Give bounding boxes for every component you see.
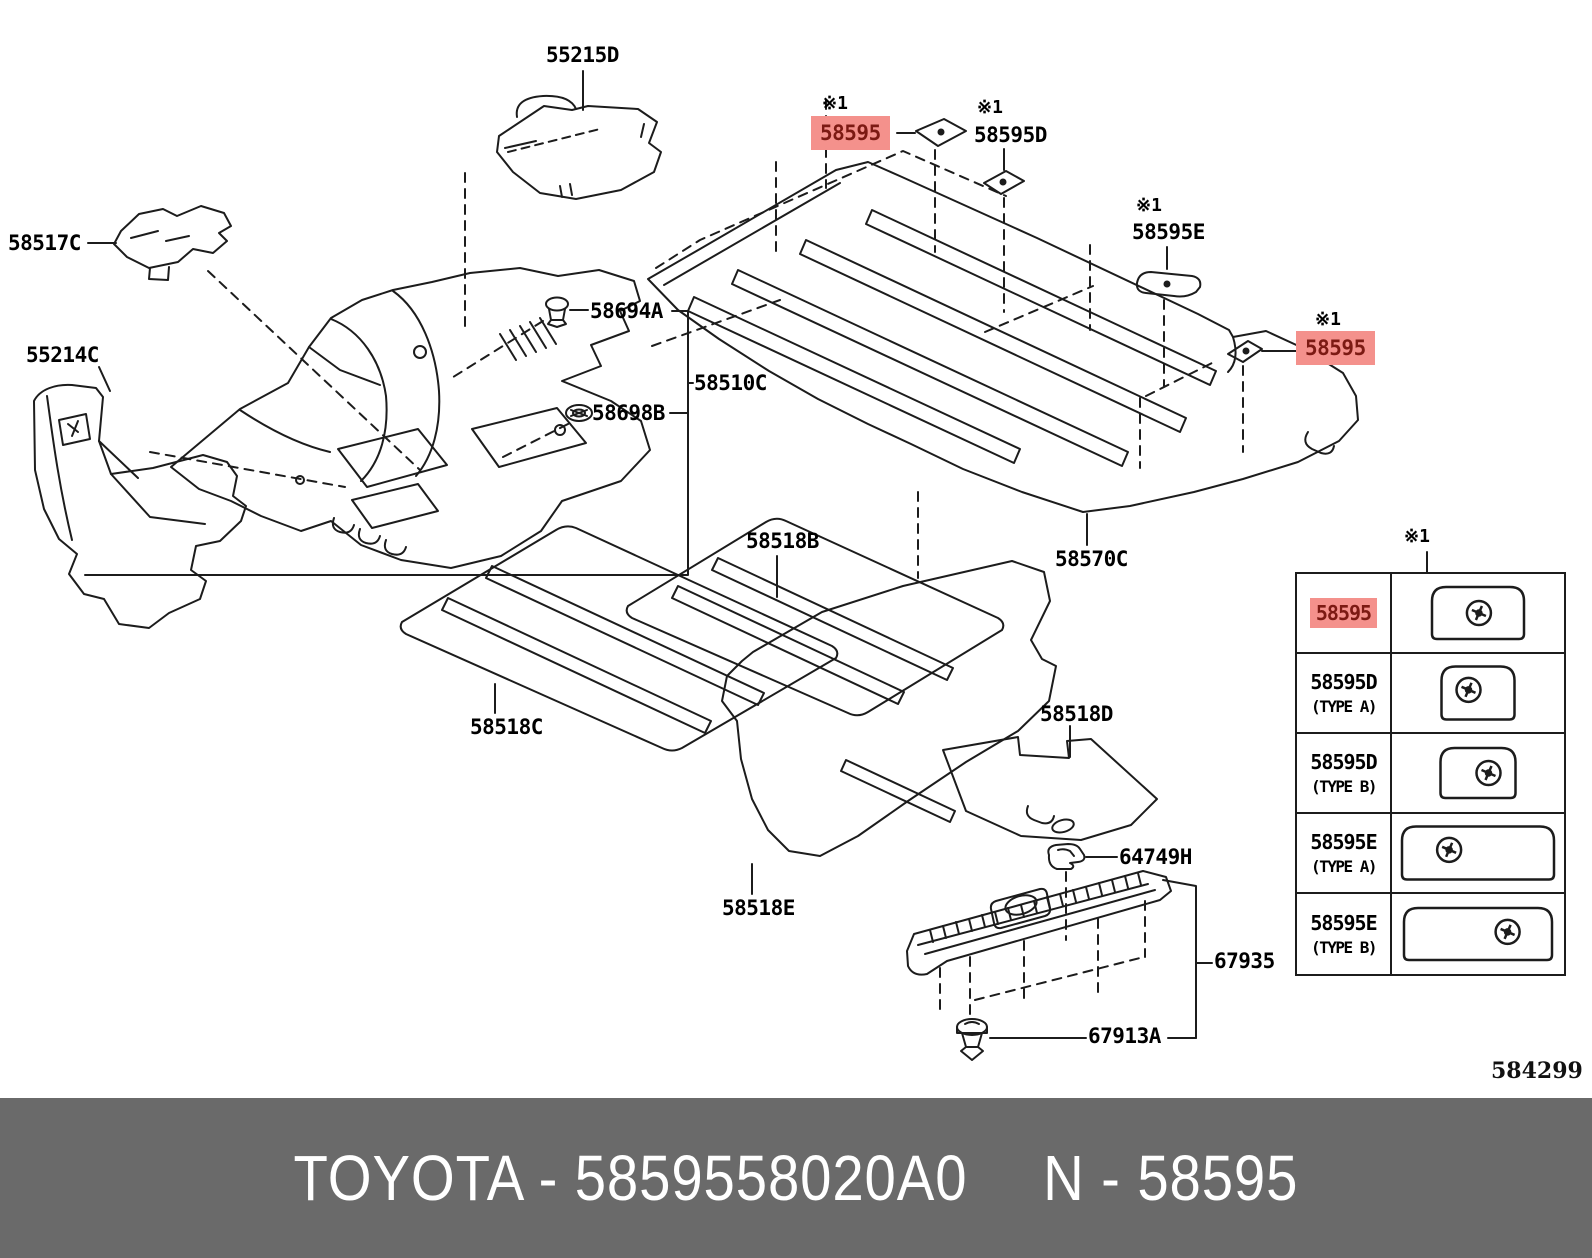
variant-code: 58595E bbox=[1310, 911, 1377, 935]
panel-55214c-drawing bbox=[33, 383, 247, 629]
variant-code-cell: 58595E (TYPE A) bbox=[1297, 814, 1392, 892]
banner-part-number: TOYOTA - 5859558020A0 bbox=[293, 1142, 968, 1214]
variant-code: 58595E bbox=[1310, 830, 1377, 854]
variant-pad-cell bbox=[1392, 894, 1564, 974]
insulator-55215d-drawing bbox=[496, 94, 662, 200]
variant-pad-cell bbox=[1392, 734, 1564, 812]
variant-code-cell: 58595 bbox=[1297, 574, 1392, 652]
part-label-64749H: 64749H bbox=[1119, 845, 1192, 869]
variant-row-4: 58595E (TYPE A) bbox=[1297, 814, 1564, 894]
variant-pad-cell bbox=[1392, 814, 1564, 892]
note-mark-58595-front: ※1 bbox=[822, 93, 848, 114]
variant-code-cell: 58595E (TYPE B) bbox=[1297, 894, 1392, 974]
part-label-58518E: 58518E bbox=[722, 896, 795, 920]
part-label-58518D: 58518D bbox=[1040, 702, 1113, 726]
part-label-67913A: 67913A bbox=[1088, 1024, 1161, 1048]
under-mat-58518c-drawing bbox=[399, 525, 839, 752]
table-note-mark: ※1 bbox=[1404, 526, 1430, 547]
variant-code-cell: 58595D (TYPE B) bbox=[1297, 734, 1392, 812]
under-mat-58518b-drawing bbox=[625, 517, 1005, 717]
variant-pad-cell bbox=[1392, 654, 1564, 732]
part-label-58595D: 58595D bbox=[974, 123, 1047, 147]
part-label-58518C: 58518C bbox=[470, 715, 543, 739]
variant-pad-cell bbox=[1392, 574, 1564, 652]
note-mark-58595D: ※1 bbox=[977, 97, 1003, 118]
pad-shape-icon bbox=[1430, 585, 1526, 641]
variant-type: (TYPE A) bbox=[1310, 697, 1378, 716]
banner-reference-number: N - 58595 bbox=[1043, 1142, 1299, 1214]
front-carpet-58510c-drawing bbox=[170, 267, 651, 569]
variant-code: 58595D bbox=[1310, 670, 1377, 694]
clip-58694a-icon bbox=[545, 296, 569, 328]
part-label-58595E: 58595E bbox=[1132, 220, 1205, 244]
sheet-code: 584299 bbox=[1491, 1058, 1583, 1084]
variant-code-cell: 58595D (TYPE A) bbox=[1297, 654, 1392, 732]
note-mark-58595E: ※1 bbox=[1136, 195, 1162, 216]
variant-code: 58595D bbox=[1310, 750, 1377, 774]
part-label-58517C: 58517C bbox=[8, 231, 81, 255]
part-label-58595-front: 58595 bbox=[811, 116, 890, 150]
part-label-58518B: 58518B bbox=[746, 529, 819, 553]
pad-shape-icon bbox=[1439, 746, 1517, 800]
footer-banner-text: TOYOTA - 5859558020A0 N - 58595 bbox=[294, 1141, 1299, 1215]
variant-code: 58595 bbox=[1309, 598, 1378, 628]
pad-shape-icon bbox=[1402, 906, 1554, 962]
rear-mat-58518e-drawing bbox=[721, 560, 1057, 857]
part-label-58595-rear: 58595 bbox=[1296, 331, 1375, 365]
variant-type: (TYPE A) bbox=[1310, 857, 1378, 876]
variant-table: 58595 58595D (TYPE A) 58595D (TYPE B) 58595E (… bbox=[1295, 572, 1566, 976]
variant-type: (TYPE B) bbox=[1310, 777, 1378, 796]
part-label-58698B: 58698B bbox=[592, 401, 665, 425]
variant-row-1: 58595 bbox=[1297, 574, 1564, 654]
clip-67913a-drawing bbox=[956, 1018, 988, 1061]
variant-row-2: 58595D (TYPE A) bbox=[1297, 654, 1564, 734]
part-label-67935: 67935 bbox=[1214, 949, 1275, 973]
variant-type: (TYPE B) bbox=[1310, 938, 1378, 957]
part-label-55214C: 55214C bbox=[26, 343, 99, 367]
part-label-58694A: 58694A bbox=[590, 299, 663, 323]
part-label-55215D: 55215D bbox=[546, 43, 619, 67]
pad-shape-icon bbox=[1400, 825, 1556, 881]
variant-row-5: 58595E (TYPE B) bbox=[1297, 894, 1564, 974]
silencer-pads-drawing bbox=[915, 118, 1263, 363]
insulator-58517c-drawing bbox=[113, 205, 232, 281]
pad-shape-icon bbox=[1440, 665, 1516, 721]
rear-carpet-58570c-drawing bbox=[647, 161, 1359, 513]
pad-64749h-drawing bbox=[1047, 843, 1086, 870]
footer-banner: TOYOTA - 5859558020A0 N - 58595 bbox=[0, 1098, 1592, 1258]
note-mark-58595-rear: ※1 bbox=[1315, 309, 1341, 330]
variant-row-3: 58595D (TYPE B) bbox=[1297, 734, 1564, 814]
part-label-58510C: 58510C bbox=[694, 371, 767, 395]
rear-mat-58518d-drawing bbox=[942, 736, 1158, 841]
part-label-58570C: 58570C bbox=[1055, 547, 1128, 571]
grommet-58698b-icon bbox=[565, 404, 593, 422]
sill-trim-67935-drawing bbox=[906, 870, 1172, 976]
